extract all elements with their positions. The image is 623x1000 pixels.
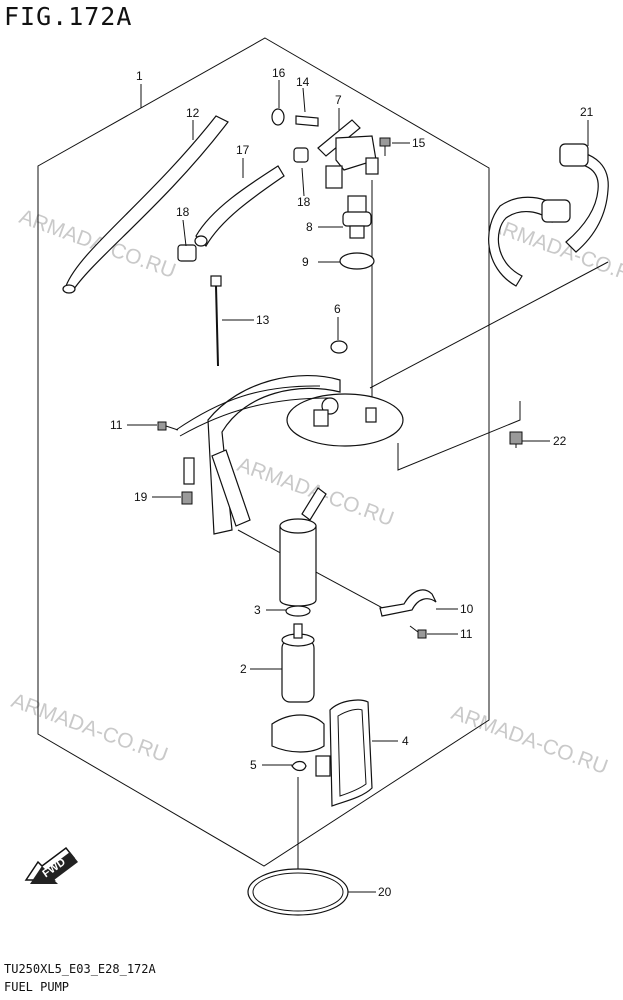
pump-motor [279,487,327,607]
clamp-part-18 [177,147,309,262]
callout-3: 3 [254,603,261,617]
callout-9: 9 [302,255,309,269]
callout-2: 2 [240,662,247,676]
figure-name: FUEL PUMP [4,980,70,994]
callout-11: 11 [460,627,473,641]
filter-holder [271,714,325,753]
valve-part-8 [342,195,372,239]
callout-6: 6 [334,302,341,316]
callout-15: 15 [412,136,426,150]
callout-19: 19 [134,490,148,504]
bolt-part-11 [157,421,427,639]
callout-20: 20 [378,885,392,899]
gasket-part-6 [330,340,348,354]
callouts: 1 12 17 18 16 14 7 15 18 8 9 13 6 11 19 … [110,66,594,899]
callout-10: 10 [460,602,474,616]
oring-part-20 [247,868,349,916]
clip-part-16 [271,108,285,126]
figure-code: TU250XL5_E03_E28_172A [4,962,156,976]
callout-7: 7 [335,93,342,107]
hose-part-12 [65,115,229,293]
bolt-part-22 [509,431,523,448]
callout-11: 11 [110,418,123,432]
clip-part-5 [291,760,307,772]
connector-part-19 [181,491,193,505]
fitting-part-14 [295,115,319,127]
filter-holder-clip [315,755,331,777]
callout-18: 18 [297,195,311,209]
callout-5: 5 [250,758,257,772]
callout-17: 17 [236,143,250,157]
tie-part-13 [210,275,222,367]
watermark: ARMADA-CO.RU [8,689,170,767]
figure-title: FIG.172A [4,2,133,31]
fwd-arrow: FWD [24,846,78,884]
callout-1: 1 [136,69,143,83]
watermark: ARMADA-CO.RU [448,701,610,779]
callout-16: 16 [272,66,286,80]
assembly-frame [37,37,490,867]
oring-inner [252,872,344,912]
hose-part-21 [488,143,609,287]
hose-end [194,235,208,247]
callout-14: 14 [296,75,310,89]
callout-13: 13 [256,313,270,327]
callout-8: 8 [306,220,313,234]
callout-21: 21 [580,105,594,119]
hose-end [62,284,76,294]
callout-12: 12 [186,106,200,120]
callout-22: 22 [553,434,567,448]
screw-part-15 [379,137,391,156]
pump-bracket-assembly [175,374,404,535]
filter-part-4 [329,699,373,807]
regulator-part-7 [317,119,379,189]
hose-part-17 [195,165,285,247]
callout-4: 4 [402,734,409,748]
callout-18: 18 [176,205,190,219]
strap-part-10 [379,589,437,617]
seal-part-9 [339,252,375,270]
pump-part-2 [281,623,315,703]
leader-lines [127,80,589,893]
oring-part-3 [285,605,311,617]
